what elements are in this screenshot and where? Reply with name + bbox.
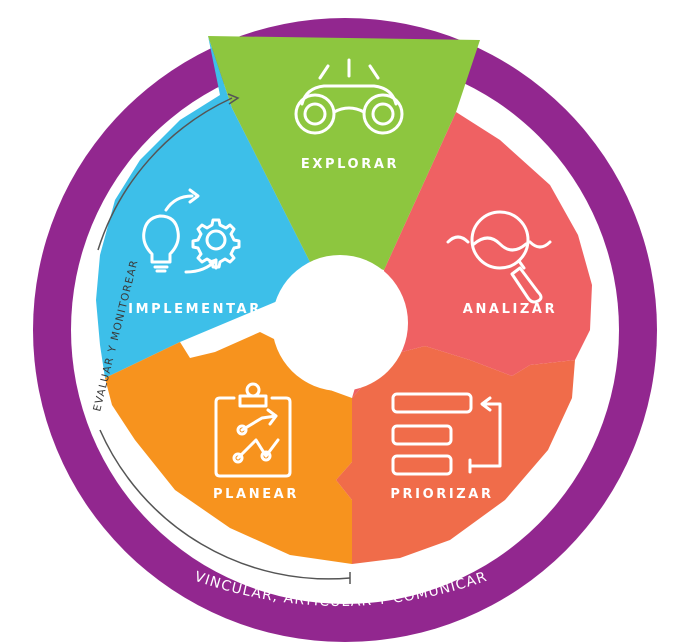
segment-explorar[interactable] [208,36,480,270]
label-priorizar: PRIORIZAR [390,487,493,502]
label-analizar: ANALIZAR [463,302,557,317]
binoculars-icon [294,58,404,135]
label-planear: PLANEAR [213,487,299,502]
evaluar-arc-line-bottom [99,429,351,580]
segment-analizar[interactable] [352,112,592,398]
segment-priorizar[interactable] [336,346,575,564]
center-circle [272,255,408,391]
evaluar-arrow-top [227,93,240,105]
label-implementar: IMPLEMENTAR [128,302,262,317]
clipboard-icon [214,382,292,478]
evaluar-arc-line [97,97,233,251]
priority-list-icon [391,392,502,476]
lightbulb-gear-icon [142,188,241,274]
label-explorar: EXPLORAR [301,157,399,172]
magnifier-icon [446,210,552,304]
segment-planear[interactable] [105,332,352,564]
segment-implementar[interactable] [96,36,312,378]
